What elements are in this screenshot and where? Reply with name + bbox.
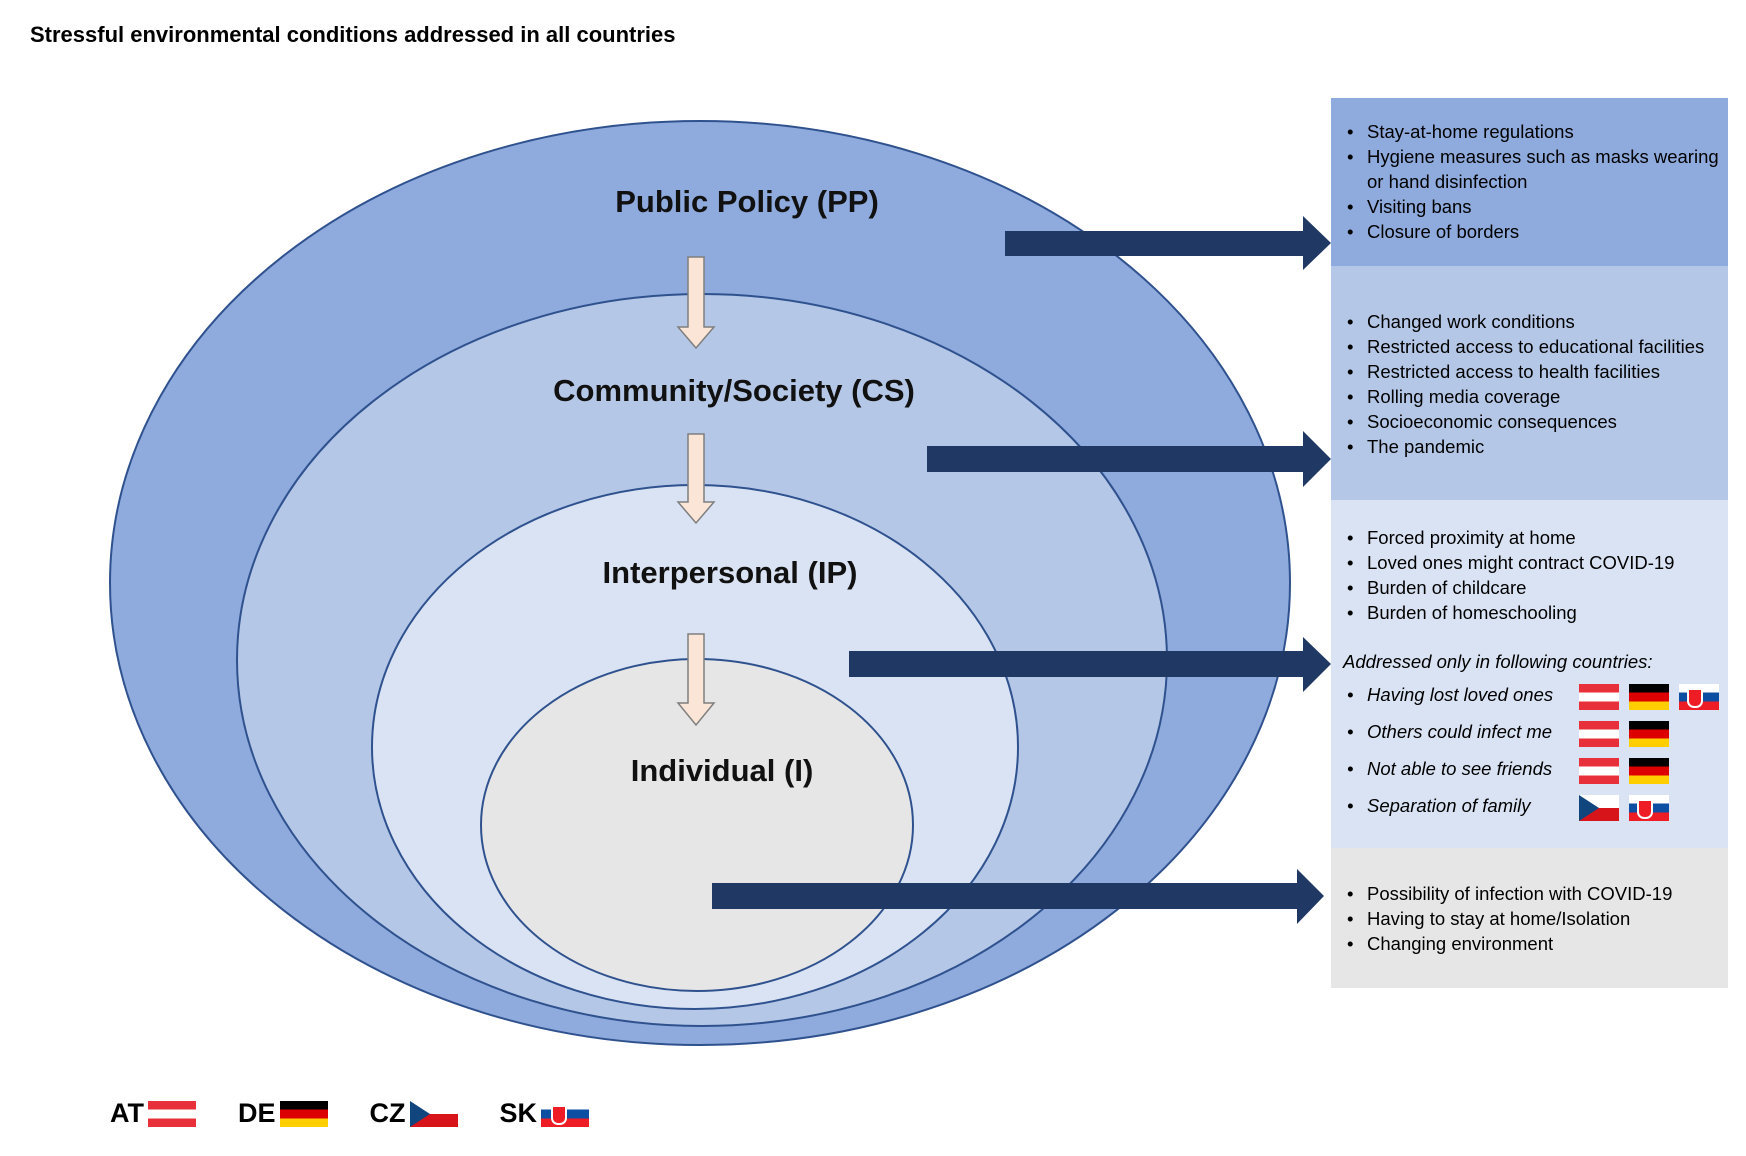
list-item: Possibility of infection with COVID-19 xyxy=(1343,881,1720,906)
czech-flag-icon xyxy=(1579,795,1619,821)
interpersonal-list: Forced proximity at home Loved ones migh… xyxy=(1343,525,1720,625)
austria-flag-icon xyxy=(1579,758,1619,784)
list-item: Having to stay at home/Isolation xyxy=(1343,906,1720,931)
slovakia-flag-icon xyxy=(1629,795,1669,821)
country-item: Not able to see friends xyxy=(1343,756,1720,793)
list-item: Hygiene measures such as masks wearing o… xyxy=(1343,144,1720,194)
country-flags xyxy=(1579,684,1719,710)
list-item: Changed work conditions xyxy=(1343,309,1720,334)
list-item: Changing environment xyxy=(1343,931,1720,956)
list-item: Rolling media coverage xyxy=(1343,384,1720,409)
big-arrow-community-society xyxy=(927,431,1331,487)
country-item-label: Having lost loved ones xyxy=(1367,684,1554,705)
list-item: Closure of borders xyxy=(1343,219,1720,244)
germany-flag-icon xyxy=(1629,758,1669,784)
big-arrow-individual xyxy=(712,869,1324,924)
list-item: Loved ones might contract COVID-19 xyxy=(1343,550,1720,575)
country-item-label: Not able to see friends xyxy=(1367,758,1553,779)
community-society-list: Changed work conditions Restricted acces… xyxy=(1343,309,1720,459)
legend-code: DE xyxy=(238,1098,276,1128)
country-item-label: Separation of family xyxy=(1367,795,1531,816)
country-specific-note: Addressed only in following countries: xyxy=(1343,651,1653,672)
level-label-interpersonal: Interpersonal (IP) xyxy=(603,555,858,590)
level-label-individual: Individual (I) xyxy=(631,753,814,788)
level-label-public-policy: Public Policy (PP) xyxy=(615,184,879,219)
interpersonal-panel: Forced proximity at home Loved ones migh… xyxy=(1331,500,1728,848)
list-item: Visiting bans xyxy=(1343,194,1720,219)
country-flags xyxy=(1579,795,1669,821)
legend-code: CZ xyxy=(369,1098,406,1128)
public-policy-list: Stay-at-home regulations Hygiene measure… xyxy=(1343,119,1720,244)
individual-list: Possibility of infection with COVID-19 H… xyxy=(1343,881,1720,956)
country-legend: AT DE CZ SK xyxy=(110,1098,631,1129)
list-item: The pandemic xyxy=(1343,434,1720,459)
list-item: Restricted access to health facilities xyxy=(1343,359,1720,384)
list-item: Burden of homeschooling xyxy=(1343,600,1720,625)
austria-flag-icon xyxy=(148,1100,196,1127)
list-item: Socioeconomic consequences xyxy=(1343,409,1720,434)
country-item: Having lost loved ones xyxy=(1343,682,1720,719)
country-specific-list: Having lost loved ones Others could infe… xyxy=(1343,682,1720,830)
country-item: Separation of family xyxy=(1343,793,1720,830)
list-item: Burden of childcare xyxy=(1343,575,1720,600)
legend-code: SK xyxy=(499,1098,538,1128)
country-item: Others could infect me xyxy=(1343,719,1720,756)
list-item: Restricted access to educational facilit… xyxy=(1343,334,1720,359)
austria-flag-icon xyxy=(1579,684,1619,710)
legend-item-de: DE xyxy=(238,1098,328,1129)
diagram-title: Stressful environmental conditions addre… xyxy=(30,22,676,47)
legend-code: AT xyxy=(110,1098,144,1128)
community-society-panel: Changed work conditions Restricted acces… xyxy=(1331,266,1728,500)
germany-flag-icon xyxy=(279,1100,328,1127)
germany-flag-icon xyxy=(1629,721,1669,747)
legend-item-at: AT xyxy=(110,1098,196,1129)
slovakia-flag-icon xyxy=(1679,684,1719,710)
big-arrow-public-policy xyxy=(1005,216,1331,270)
big-arrow-interpersonal xyxy=(849,637,1331,692)
list-item: Forced proximity at home xyxy=(1343,525,1720,550)
individual-panel: Possibility of infection with COVID-19 H… xyxy=(1331,848,1728,988)
public-policy-panel: Stay-at-home regulations Hygiene measure… xyxy=(1331,98,1728,266)
country-flags xyxy=(1579,758,1669,784)
country-item-label: Others could infect me xyxy=(1367,721,1553,742)
down-arrow-cs-to-ip xyxy=(676,433,716,525)
legend-item-cz: CZ xyxy=(370,1098,458,1129)
germany-flag-icon xyxy=(1629,684,1669,710)
list-item: Stay-at-home regulations xyxy=(1343,119,1720,144)
down-arrow-pp-to-cs xyxy=(676,256,716,350)
czech-flag-icon xyxy=(409,1100,458,1127)
legend-item-sk: SK xyxy=(500,1098,590,1129)
country-flags xyxy=(1579,721,1669,747)
down-arrow-ip-to-i xyxy=(676,633,716,727)
austria-flag-icon xyxy=(1579,721,1619,747)
slovakia-flag-icon xyxy=(541,1100,590,1127)
level-label-community-society: Community/Society (CS) xyxy=(553,373,915,408)
